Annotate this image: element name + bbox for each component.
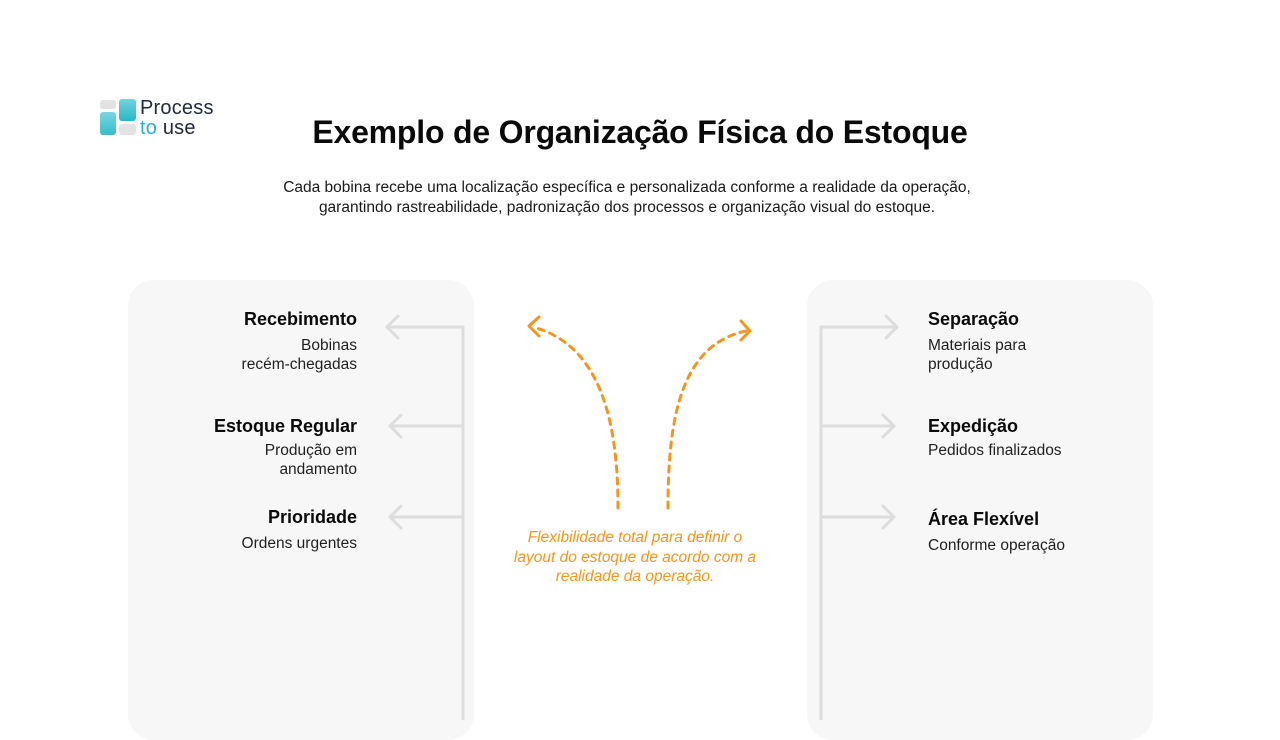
logo-square-bottom-right — [119, 124, 136, 135]
zone-description-line: Conforme operação — [928, 537, 1065, 554]
logo-square-top-right — [119, 99, 136, 121]
note-line: Flexibilidade total para definir o — [527, 529, 743, 546]
dashed-arrow-right — [666, 329, 748, 510]
zone-description: Produção em andamento — [214, 441, 357, 479]
zone-area-flexivel: Área Flexível Conforme operação — [928, 508, 1065, 555]
zone-description: Conforme operação — [928, 536, 1065, 555]
zone-recebimento: Recebimento Bobinas recém-chegadas — [242, 308, 357, 374]
page-subtitle: Cada bobina recebe uma localização espec… — [240, 178, 1014, 218]
zone-name: Recebimento — [243, 309, 357, 329]
left-zone-panel: Recebimento Bobinas recém-chegadas Estoq… — [128, 280, 474, 740]
zone-description-line: Ordens urgentes — [241, 535, 357, 552]
logo-text-rest: use — [157, 117, 196, 139]
logo-square-top-left — [100, 100, 116, 109]
dashed-arrow-left — [531, 325, 620, 510]
zone-description: Pedidos finalizados — [928, 441, 1062, 460]
zone-description: Materiais para produção — [928, 336, 1026, 374]
zone-description-line: Bobinas — [300, 337, 357, 354]
subtitle-line-1: Cada bobina recebe uma localização espec… — [283, 179, 971, 196]
zone-name: Prioridade — [267, 507, 357, 527]
zone-name: Separação — [928, 309, 1020, 329]
zone-description-line: Pedidos finalizados — [928, 442, 1062, 459]
zone-description-line: Produção em — [264, 442, 357, 459]
logo: Process to use — [100, 97, 230, 140]
zone-expedicao: Expedição Pedidos finalizados — [928, 415, 1062, 460]
zone-description-line: Materiais para — [928, 337, 1027, 354]
zone-name: Área Flexível — [928, 509, 1040, 529]
zone-estoque-regular: Estoque Regular Produção em andamento — [214, 415, 357, 479]
zone-description-line: produção — [928, 356, 993, 373]
arrow-head-left-icon — [527, 315, 541, 338]
zone-name: Estoque Regular — [213, 416, 357, 436]
note-line: layout do estoque de acordo com a — [513, 548, 757, 566]
subtitle-line-2: garantindo rastreabilidade, padronização… — [318, 199, 936, 216]
zone-prioridade: Prioridade Ordens urgentes — [242, 506, 357, 553]
logo-text-line1: Process — [140, 97, 214, 119]
zone-description-line: andamento — [279, 461, 357, 478]
right-zone-panel: Separação Materiais para produção Expedi… — [807, 280, 1153, 740]
zone-separacao: Separação Materiais para produção — [928, 308, 1026, 374]
logo-square-bottom-left — [100, 112, 116, 135]
page-title: Exemplo de Organização Física do Estoque — [312, 114, 968, 150]
flexibility-note: Flexibilidade total para definir o layou… — [495, 528, 775, 587]
zone-description-line: recém-chegadas — [241, 356, 357, 373]
flexibility-arrows — [527, 315, 752, 510]
logo-text-line2: to use — [140, 117, 196, 140]
logo-text-accent: to — [140, 117, 158, 139]
arrow-head-right-icon — [739, 319, 752, 342]
zone-name: Expedição — [928, 416, 1019, 436]
zone-description: Bobinas recém-chegadas — [242, 336, 357, 374]
zone-description: Ordens urgentes — [242, 534, 357, 553]
note-line: realidade da operação. — [555, 568, 715, 585]
